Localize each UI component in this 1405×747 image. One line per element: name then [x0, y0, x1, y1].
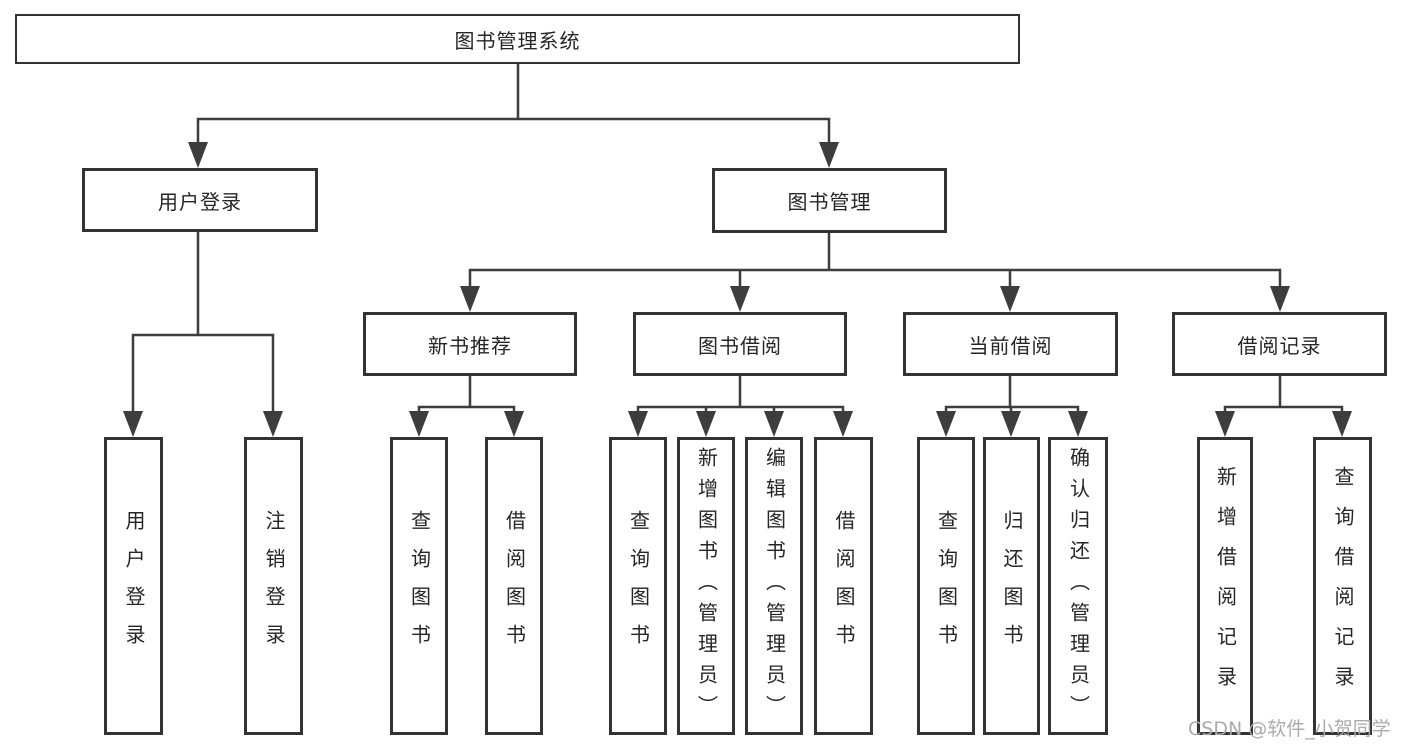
leaf-user-login-label: 用户登录 [122, 510, 146, 662]
leaf-add-book-admin: 新增图书（管理员） [677, 437, 735, 735]
leaf-query-book-current: 查询图书 [917, 437, 975, 735]
leaf-add-borrow-record: 新增借阅记录 [1197, 437, 1253, 735]
leaf-confirm-return-admin: 确认归还（管理员） [1048, 437, 1108, 735]
node-current-borrowing: 当前借阅 [903, 312, 1118, 376]
node-current-borrowing-label: 当前借阅 [968, 333, 1053, 358]
watermark-text: CSDN @软件_小贺同学 [1188, 718, 1391, 740]
leaf-user-login: 用户登录 [104, 437, 163, 735]
leaf-query-book-recommend: 查询图书 [390, 437, 448, 735]
node-book-borrowing: 图书借阅 [633, 312, 847, 376]
node-root: 图书管理系统 [15, 14, 1020, 64]
node-book-borrowing-label: 图书借阅 [698, 333, 782, 358]
leaf-borrow-book-recommend-label: 借阅图书 [502, 510, 527, 662]
node-borrowing-records-label: 借阅记录 [1237, 333, 1322, 358]
leaf-borrow-book-borrowing-label: 借阅图书 [832, 510, 856, 662]
node-user-login-label: 用户登录 [158, 189, 242, 214]
leaf-query-book-current-label: 查询图书 [934, 510, 959, 662]
leaf-query-borrow-record-label: 查询借阅记录 [1331, 466, 1355, 706]
node-user-login: 用户登录 [82, 168, 318, 232]
leaf-query-book-borrowing: 查询图书 [609, 437, 667, 735]
leaf-confirm-return-admin-label: 确认归还（管理员） [1066, 446, 1091, 726]
node-borrowing-records: 借阅记录 [1172, 312, 1387, 376]
node-new-book-recommend: 新书推荐 [363, 312, 577, 376]
leaf-logout-label: 注销登录 [262, 510, 286, 662]
node-book-management: 图书管理 [712, 168, 947, 233]
leaf-logout: 注销登录 [244, 437, 303, 735]
leaf-edit-book-admin-label: 编辑图书（管理员） [762, 446, 787, 726]
leaf-return-book: 归还图书 [983, 437, 1040, 735]
leaf-return-book-label: 归还图书 [1000, 510, 1024, 662]
leaf-add-borrow-record-label: 新增借阅记录 [1213, 466, 1238, 706]
node-new-book-recommend-label: 新书推荐 [428, 333, 512, 358]
leaf-add-book-admin-label: 新增图书（管理员） [694, 446, 719, 726]
leaf-query-borrow-record: 查询借阅记录 [1313, 437, 1372, 735]
node-root-label: 图书管理系统 [454, 28, 581, 53]
leaf-query-book-recommend-label: 查询图书 [407, 510, 432, 662]
leaf-query-book-borrowing-label: 查询图书 [626, 510, 651, 662]
leaf-edit-book-admin: 编辑图书（管理员） [745, 437, 803, 735]
arrowheads [123, 142, 1352, 437]
node-book-management-label: 图书管理 [787, 190, 872, 214]
leaf-borrow-book-borrowing: 借阅图书 [814, 437, 873, 735]
leaf-borrow-book-recommend: 借阅图书 [485, 437, 543, 735]
